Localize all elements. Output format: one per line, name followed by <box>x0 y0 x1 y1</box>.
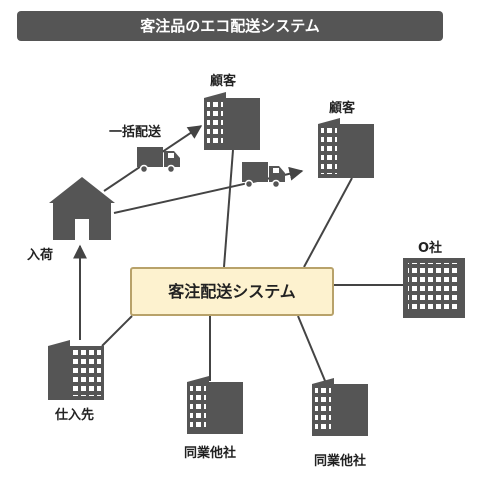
label-peer-company-2: 同業他社 <box>314 454 367 469</box>
building-icon <box>187 376 243 434</box>
building-icon <box>318 118 374 178</box>
label-o-company: O社 <box>418 241 443 256</box>
label-peer-company-1: 同業他社 <box>184 446 237 461</box>
truck-icon <box>137 147 180 174</box>
customer-order-delivery-system: 客注配送システム <box>130 267 334 316</box>
truck-icon <box>242 162 285 189</box>
link-customer-1 <box>223 149 234 268</box>
building-icon <box>403 258 465 318</box>
link-customer-2 <box>303 177 353 268</box>
label-customer-2: 顧客 <box>329 101 356 116</box>
link-peer-2 <box>297 315 329 389</box>
building-icon <box>312 378 368 436</box>
label-supplier: 仕入先 <box>55 408 95 423</box>
building-icon <box>48 340 104 400</box>
building-icon <box>204 92 260 150</box>
warehouse-icon <box>49 177 115 240</box>
label-bulk-delivery: 一括配送 <box>109 125 162 140</box>
title-banner: 客注品のエコ配送システム <box>17 11 443 41</box>
label-receiving: 入荷 <box>27 248 54 263</box>
link-supplier <box>101 315 133 347</box>
label-customer-1: 顧客 <box>210 74 237 89</box>
